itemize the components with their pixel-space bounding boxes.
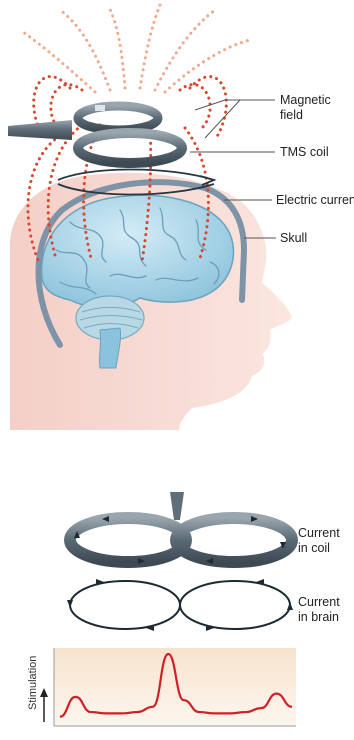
y-arrow-head bbox=[40, 688, 48, 697]
skull-label: Skull bbox=[280, 231, 307, 246]
figure8-handle bbox=[170, 492, 184, 520]
stimulation-axis-label: Stimulation bbox=[27, 656, 39, 710]
coil-handle bbox=[8, 120, 72, 140]
current-in-brain-label-line2: in brain bbox=[298, 610, 339, 625]
current-in-brain-label-line1: Current bbox=[298, 595, 340, 610]
electric-current-label: Electric current bbox=[276, 193, 354, 208]
magnetic-field-label-line1: Magnetic bbox=[280, 93, 331, 108]
figure8-coil bbox=[70, 492, 292, 564]
current-in-coil-label-line2: in coil bbox=[298, 541, 330, 556]
brain-current-loops bbox=[67, 579, 293, 631]
tms-coil-label: TMS coil bbox=[280, 145, 329, 160]
head-illustration bbox=[10, 173, 292, 430]
current-in-coil-label-line1: Current bbox=[298, 526, 340, 541]
plot-area bbox=[54, 648, 296, 726]
magnetic-field-label-line2: field bbox=[280, 108, 303, 123]
stimulation-chart bbox=[40, 648, 296, 726]
